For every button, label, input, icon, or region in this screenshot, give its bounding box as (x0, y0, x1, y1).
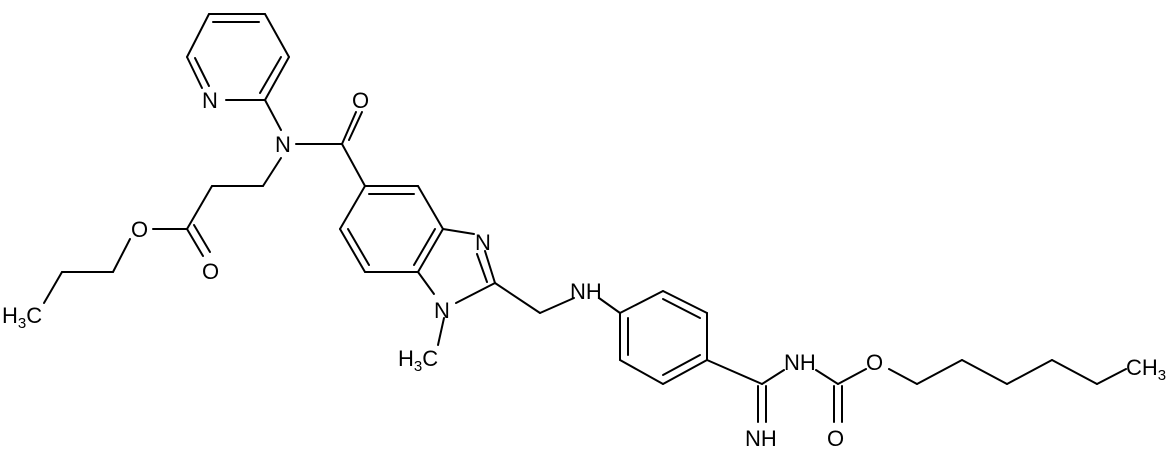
bond (442, 228, 475, 235)
bond (417, 228, 444, 273)
bond (539, 297, 575, 314)
atom-n-amide: N (275, 132, 291, 157)
atom-o-ester: O (131, 217, 148, 242)
bond-inner (259, 56, 282, 94)
atom-n-imidazole: N (475, 230, 491, 255)
h3c-methyl-subscript: 3 (414, 358, 422, 375)
bond (961, 359, 1008, 385)
ch3-hexyl-ch: CH (1126, 355, 1158, 380)
bond (1006, 359, 1053, 385)
bond (186, 228, 204, 257)
atom-n-pyridine: N (202, 88, 218, 113)
bond (341, 111, 357, 145)
bond (662, 359, 708, 385)
bond (264, 56, 290, 101)
bond-inner (347, 228, 370, 266)
bond (888, 368, 918, 385)
atom-nh-carbamate: NH (784, 350, 816, 375)
h3c-propyl-subscript: 3 (18, 315, 26, 332)
group-h3c-methyl: H3C (398, 346, 438, 375)
benzimidazole-benzene-ring (339, 185, 444, 273)
bond (186, 13, 210, 58)
atom-o-ester-carbonyl: O (202, 259, 219, 284)
bond (476, 253, 488, 283)
bond (264, 99, 282, 131)
bond (1096, 368, 1127, 385)
atom-nh-linker: NH (570, 279, 602, 304)
bond (494, 282, 541, 314)
h3c-propyl-h: H (2, 303, 18, 328)
bond-inner (662, 354, 701, 376)
bond (264, 13, 290, 58)
bond (619, 290, 664, 314)
bond (1051, 359, 1098, 385)
amide-group (264, 99, 366, 187)
propyl-ester-chain (43, 157, 282, 304)
bond (815, 369, 839, 385)
bond (662, 290, 708, 314)
bond (916, 359, 963, 385)
bond (186, 185, 213, 230)
bond (437, 317, 445, 346)
bond (339, 185, 366, 230)
bond (339, 228, 366, 273)
amidine-carbamate-chain (706, 359, 1127, 423)
bond (837, 368, 867, 385)
ch3-hexyl-subscript: 3 (1158, 367, 1166, 384)
atom-o-carbamate-carbonyl: O (827, 426, 844, 451)
atom-o-carbamate: O (866, 350, 883, 375)
bond (484, 250, 496, 284)
group-ch3-hexyl: CH3 (1126, 355, 1166, 384)
bond (186, 56, 203, 89)
atom-labels: N O N O O H3C N N H3C NH NH O O NH CH3 (2, 88, 1166, 451)
bond (262, 157, 282, 187)
h3c-propyl-c: C (26, 303, 42, 328)
bond-inner (194, 57, 210, 87)
bond (706, 359, 763, 385)
linker-and-phenyl (494, 282, 708, 385)
pyridine-ring (186, 13, 290, 101)
atom-o-amide-carbonyl: O (352, 88, 369, 113)
imidazole-ring (417, 228, 496, 346)
bond (43, 271, 63, 304)
bond-inner (662, 298, 701, 319)
group-h3c-propyl: H3C (2, 303, 42, 332)
atom-imine-nh: NH (745, 426, 777, 451)
h3c-methyl-c: C (422, 346, 438, 371)
bond (598, 297, 621, 314)
h3c-methyl-h: H (398, 346, 414, 371)
bond (761, 369, 785, 385)
bond (193, 224, 211, 253)
bond (455, 282, 496, 304)
bond (341, 143, 366, 187)
bond (417, 271, 435, 295)
bond-inner (413, 228, 436, 266)
bond (112, 238, 131, 273)
bond (417, 185, 444, 230)
bond (619, 359, 664, 385)
atom-n-methyl: N (434, 298, 450, 323)
bond (348, 111, 363, 141)
